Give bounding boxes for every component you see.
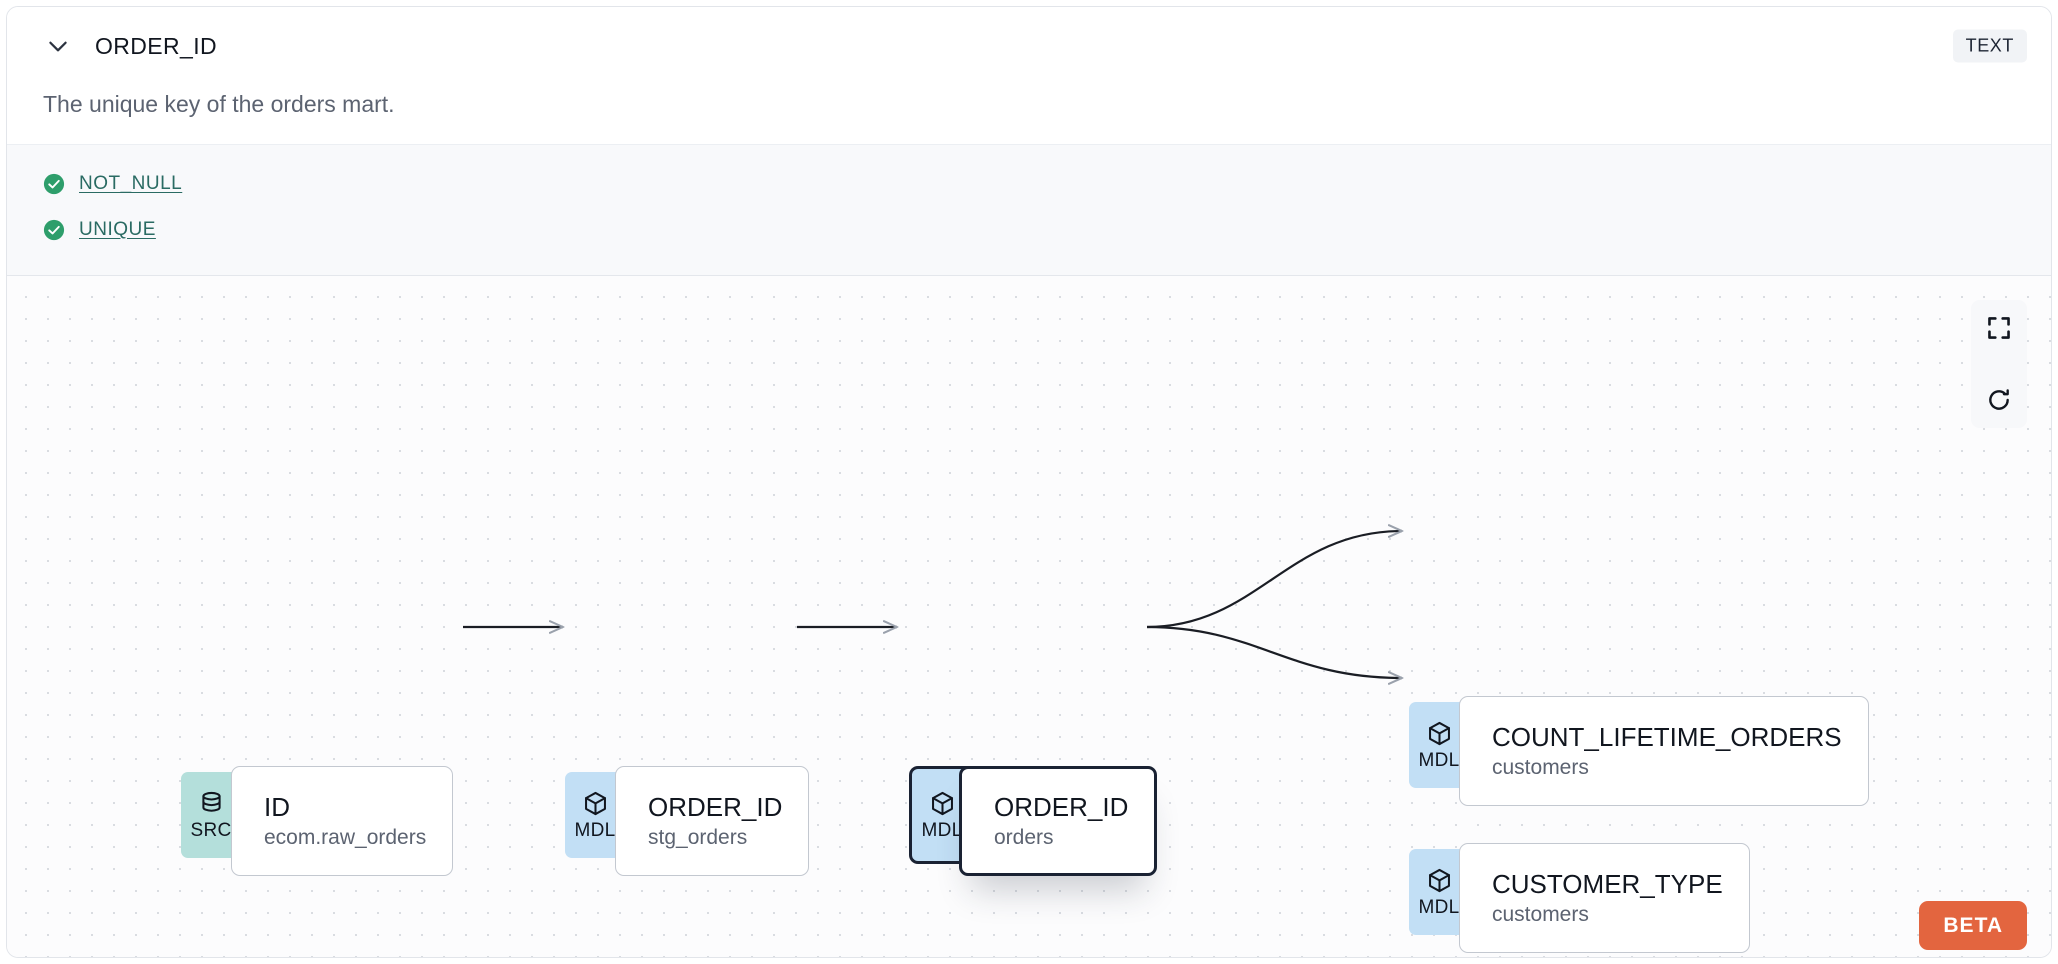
- node-name: ID: [264, 791, 290, 822]
- node-body: CUSTOMER_TYPE customers: [1459, 843, 1750, 953]
- node-name: CUSTOMER_TYPE: [1492, 868, 1723, 899]
- node-subtitle: customers: [1492, 756, 1589, 780]
- column-detail-card: ORDER_ID TEXT The unique key of the orde…: [6, 6, 2052, 958]
- lineage-graph-canvas[interactable]: SRC ID ecom.raw_orders MDL ORDER_ID stg_…: [7, 276, 2051, 957]
- node-body: ORDER_ID orders: [959, 766, 1158, 876]
- lineage-node-orders-order-id[interactable]: MDL ORDER_ID orders: [909, 766, 1158, 876]
- lineage-node-count-lifetime-orders[interactable]: MDL COUNT_LIFETIME_ORDERS customers: [1409, 696, 1869, 806]
- lineage-node-customer-type[interactable]: MDL CUSTOMER_TYPE customers: [1409, 843, 1750, 953]
- column-description: The unique key of the orders mart.: [7, 85, 2051, 144]
- test-link-not-null[interactable]: NOT_NULL: [79, 173, 183, 194]
- refresh-icon: [1989, 389, 2009, 410]
- node-body: ID ecom.raw_orders: [231, 766, 454, 876]
- lineage-node-stg-order-id[interactable]: MDL ORDER_ID stg_orders: [565, 766, 810, 876]
- node-badge-label: MDL: [921, 820, 963, 841]
- page-title: ORDER_ID: [95, 32, 218, 59]
- edge-orders-to-count-lifetime-orders: [1146, 531, 1402, 629]
- node-subtitle: orders: [994, 826, 1054, 850]
- fit-view-button[interactable]: [1971, 300, 2027, 356]
- node-subtitle: customers: [1492, 903, 1589, 927]
- node-badge-label: SRC: [190, 820, 232, 841]
- cube-icon: [931, 791, 953, 816]
- test-row: NOT_NULL: [43, 161, 2015, 207]
- edge-orders-to-customer-type: [1146, 625, 1402, 678]
- card-header: ORDER_ID TEXT: [7, 7, 2051, 85]
- node-name: ORDER_ID: [994, 791, 1129, 822]
- cube-icon: [584, 791, 606, 816]
- node-body: COUNT_LIFETIME_ORDERS customers: [1459, 696, 1869, 806]
- beta-badge[interactable]: BETA: [1919, 901, 2027, 950]
- check-circle-icon: [43, 219, 65, 241]
- node-subtitle: stg_orders: [648, 826, 748, 850]
- node-body: ORDER_ID stg_orders: [615, 766, 810, 876]
- node-name: COUNT_LIFETIME_ORDERS: [1492, 721, 1842, 752]
- check-circle-icon: [43, 173, 65, 195]
- cube-icon: [1428, 868, 1450, 893]
- node-name: ORDER_ID: [648, 791, 783, 822]
- chevron-down-icon[interactable]: [43, 31, 73, 61]
- reset-button[interactable]: [1971, 372, 2027, 428]
- data-type-badge: TEXT: [1952, 29, 2027, 63]
- node-badge-label: MDL: [574, 820, 616, 841]
- fullscreen-icon: [1988, 317, 2010, 339]
- cube-icon: [1428, 721, 1450, 746]
- lineage-node-src-id[interactable]: SRC ID ecom.raw_orders: [181, 766, 454, 876]
- node-subtitle: ecom.raw_orders: [264, 826, 427, 850]
- lineage-controls: [1971, 300, 2027, 428]
- test-link-unique[interactable]: UNIQUE: [79, 219, 156, 240]
- test-row: UNIQUE: [43, 207, 2015, 253]
- tests-section: NOT_NULL UNIQUE: [7, 144, 2051, 276]
- database-icon: [201, 791, 221, 812]
- node-badge-label: MDL: [1418, 897, 1460, 918]
- node-badge-label: MDL: [1418, 750, 1460, 771]
